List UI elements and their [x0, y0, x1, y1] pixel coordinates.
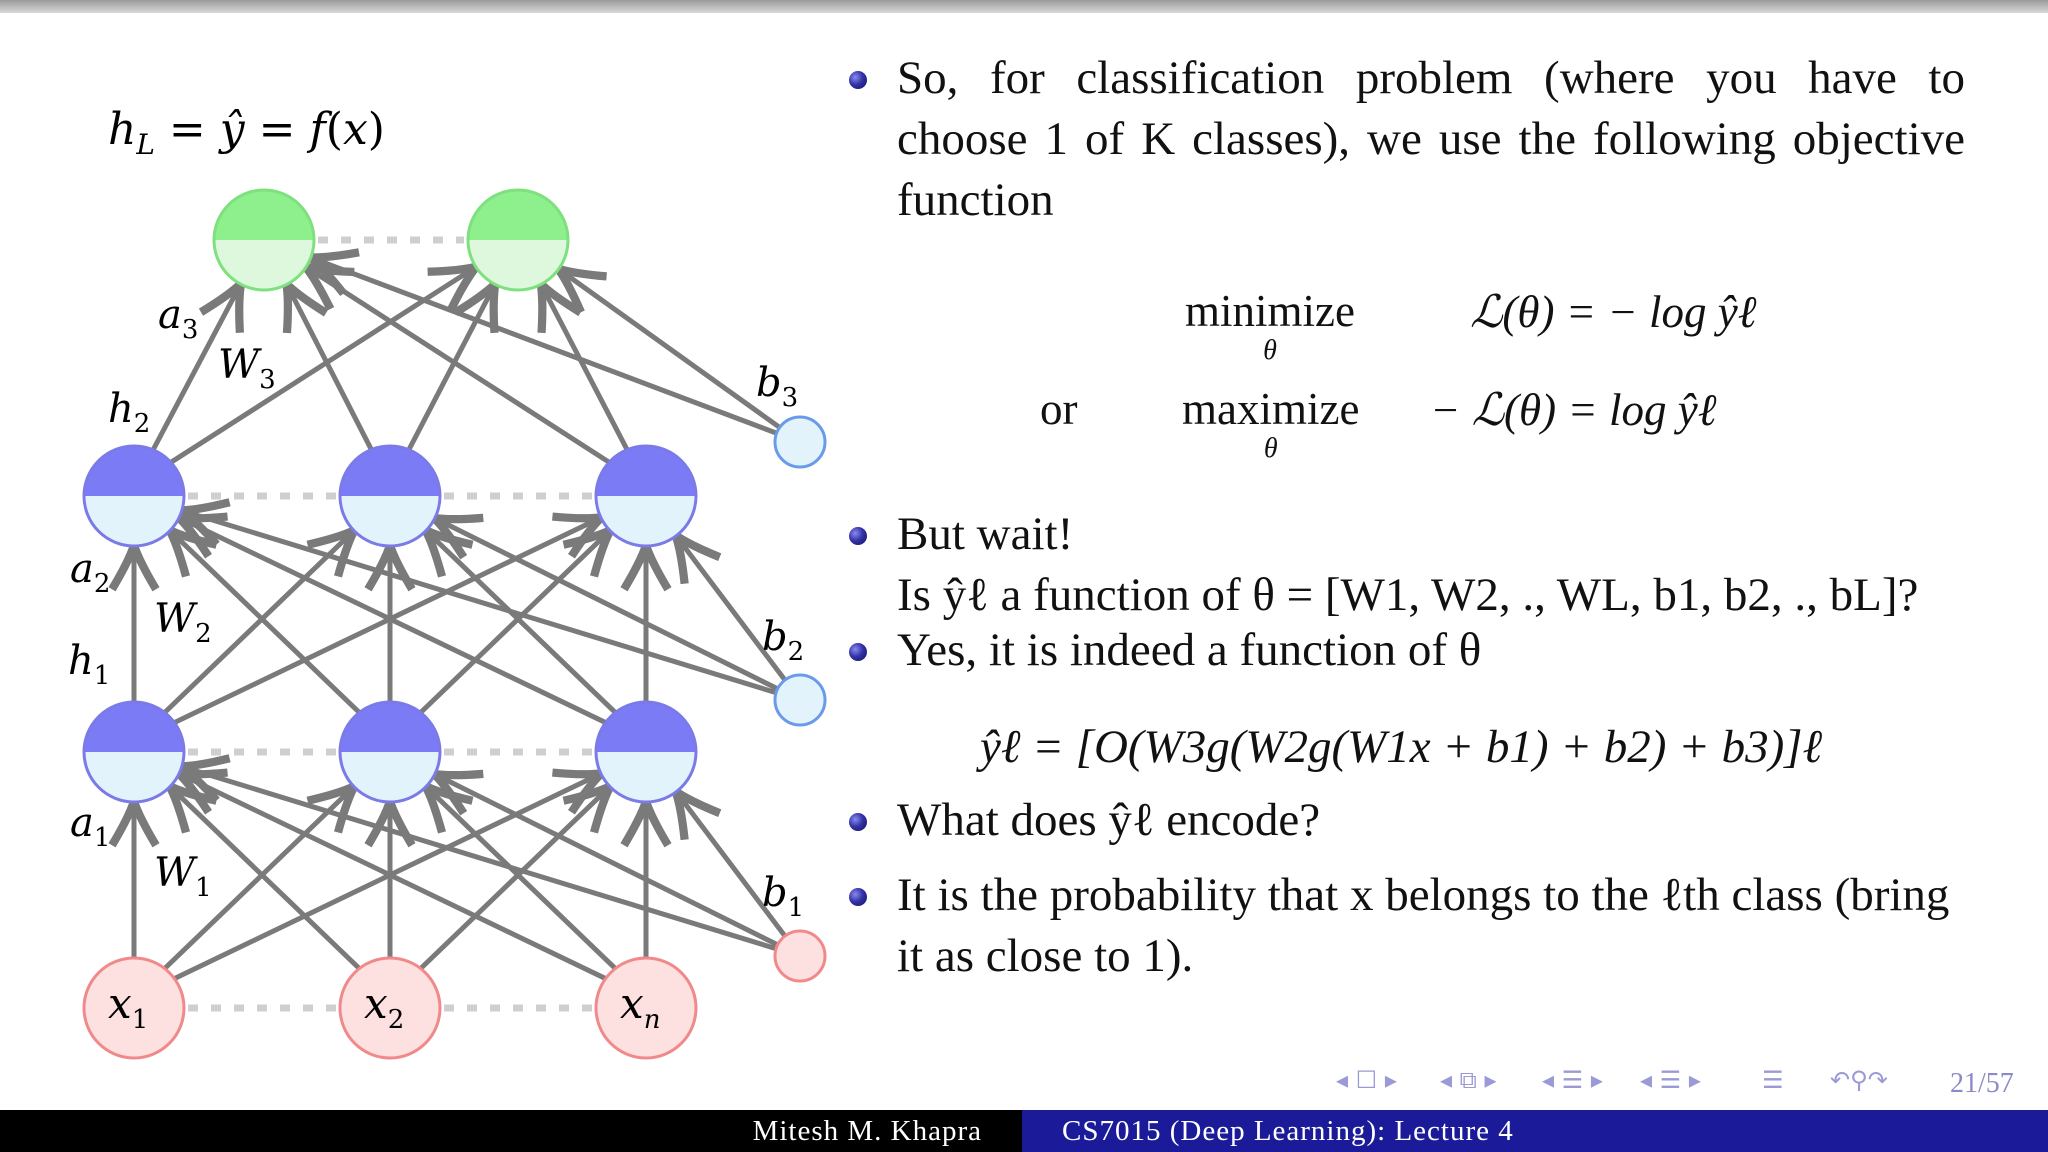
bullet-probability: It is the probability that x belongs to …	[845, 865, 1965, 987]
edge	[132, 775, 599, 1001]
bullet-dot-icon	[849, 643, 867, 661]
hidden-neuron-h1	[338, 700, 442, 804]
edge	[132, 268, 474, 489]
label-a3: a3	[158, 292, 198, 345]
bias-edge	[677, 794, 802, 958]
bias-edge	[313, 258, 801, 445]
footer-course: CS7015 (Deep Learning): Lecture 4	[1022, 1110, 2048, 1152]
slide-bullets: So, for classification problem (where yo…	[845, 48, 1965, 231]
maximize-operator: maximize θ	[1182, 384, 1360, 464]
objective-min-expr: ℒ(θ) = − log ŷℓ	[1470, 287, 1757, 337]
label-a1: a1	[70, 800, 110, 853]
bullet-text: What does ŷℓ encode?	[897, 794, 1321, 846]
bias-node-b2	[773, 673, 827, 727]
label-b1: b1	[762, 870, 804, 923]
edge	[132, 788, 353, 1000]
bias-edge	[184, 511, 801, 703]
input-neuron	[82, 956, 186, 1060]
edge	[181, 519, 648, 745]
hidden-neuron-h1	[594, 700, 698, 804]
slide-bullets-bottom: What does ŷℓ encode? It is the probabili…	[845, 790, 1965, 987]
bullet-text: Yes, it is indeed a function of θ	[897, 624, 1482, 676]
network-edges	[132, 258, 802, 1001]
input-neuron	[338, 956, 442, 1060]
bullet-dot-icon	[849, 888, 867, 906]
footer-author: Mitesh M. Khapra	[0, 1110, 1022, 1152]
nav-frame-prev-icon[interactable]: ◂ ☐ ▸	[1336, 1066, 1397, 1094]
bias-node-b1	[773, 929, 827, 983]
edge	[132, 532, 353, 744]
bullet-dot-icon	[849, 71, 867, 89]
output-neuron	[466, 188, 570, 292]
label-W1: W1	[154, 850, 212, 903]
nav-toc-icon[interactable]: ☰	[1762, 1066, 1784, 1094]
bullet-text: Is ŷℓ a function of θ = [W1, W2, ., WL, …	[897, 569, 1919, 621]
top-bar	[0, 0, 2048, 13]
edge	[427, 532, 648, 744]
bias-edge	[437, 519, 802, 703]
yhat-equation: ŷℓ = [O(W3g(W2g(W1x + b1) + b2) + b3)]ℓ	[980, 721, 1823, 773]
bullet-text: But wait!	[897, 508, 1074, 560]
objective-max-expr: − ℒ(θ) = log ŷℓ	[1430, 385, 1717, 435]
nav-search-back-icon[interactable]: ↶⚲↷	[1830, 1066, 1888, 1094]
edge	[427, 788, 648, 1000]
hidden-neuron-h2	[82, 444, 186, 548]
edge	[171, 532, 392, 744]
label-W3: W3	[218, 342, 276, 395]
edge	[132, 519, 599, 745]
nav-section-icon[interactable]: ◂ ☰ ▸	[1542, 1066, 1603, 1094]
input-neuron	[594, 956, 698, 1060]
layer-dotted-connectors	[188, 236, 592, 1012]
input-x1: x1	[108, 979, 148, 1035]
or-word: or	[1040, 384, 1078, 434]
bias-edge	[560, 270, 802, 445]
edge	[388, 532, 609, 744]
bias-edge	[184, 767, 801, 959]
bullet-objective: So, for classification problem (where yo…	[845, 48, 1965, 231]
bullet-text: So, for classification problem (where yo…	[897, 52, 1965, 226]
footer-bar: Mitesh M. Khapra CS7015 (Deep Learning):…	[0, 1110, 2048, 1152]
hidden-neuron-h2	[594, 444, 698, 548]
edge	[308, 268, 648, 489]
network-nodes	[82, 188, 827, 1060]
bullet-dot-icon	[849, 527, 867, 545]
output-equation: hL = ŷ = f(x)	[108, 104, 385, 161]
bias-node-b3	[773, 415, 827, 469]
bullet-but-wait: But wait! Is ŷℓ a function of θ = [W1, W…	[845, 504, 1965, 626]
bullet-text: It is the probability that x belongs to …	[897, 869, 1950, 982]
bias-edge	[437, 775, 802, 959]
edge	[181, 775, 648, 1001]
bullet-dot-icon	[849, 813, 867, 831]
nav-subsection-icon[interactable]: ◂ ⧉ ▸	[1440, 1066, 1497, 1094]
edge	[171, 788, 392, 1000]
edge	[388, 788, 609, 1000]
beamer-navigation: ◂ ☐ ▸ ◂ ⧉ ▸ ◂ ☰ ▸ ◂ ☰ ▸ ☰ ↶⚲↷	[1330, 1062, 2030, 1100]
hidden-neuron-h1	[82, 700, 186, 804]
page-number: 21/57	[1950, 1068, 2014, 1099]
bullet-yes: Yes, it is indeed a function of θ	[845, 620, 1965, 681]
neural-network-diagram: hL = ŷ = f(x) a3 W3 h2 b3 a2 W2 h1 b2 a1…	[68, 104, 827, 1060]
minimize-operator: minimize θ	[1185, 286, 1355, 366]
label-a2: a2	[70, 546, 110, 599]
label-h1: h1	[68, 638, 110, 691]
output-neuron	[212, 188, 316, 292]
bullet-encode: What does ŷℓ encode?	[845, 790, 1965, 851]
label-h2: h2	[108, 386, 150, 439]
hidden-neuron-h2	[338, 444, 442, 548]
label-b2: b2	[762, 614, 804, 667]
label-W2: W2	[154, 596, 212, 649]
nav-section-next-icon[interactable]: ◂ ☰ ▸	[1640, 1066, 1701, 1094]
bias-edge	[677, 538, 802, 702]
label-b3: b3	[756, 360, 798, 413]
slide-bullets-lower: But wait! Is ŷℓ a function of θ = [W1, W…	[845, 504, 1965, 681]
